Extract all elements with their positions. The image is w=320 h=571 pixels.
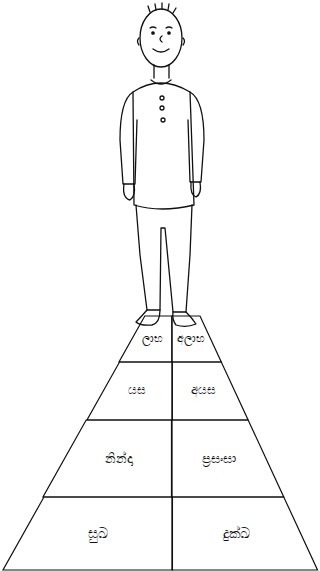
right-hand (191, 182, 201, 197)
nose (160, 36, 162, 42)
cell-label: ප්‍රසංසා (202, 451, 236, 465)
cell-label: යස (128, 384, 146, 397)
cell-border (172, 420, 284, 497)
hair (148, 3, 176, 13)
cell-border (119, 316, 172, 362)
path-cell: ලාභ (119, 316, 172, 362)
button (160, 96, 164, 100)
trousers (136, 205, 192, 312)
cell-label: දුක්ඛ (223, 526, 250, 541)
cell-label: ලාභ (142, 333, 163, 345)
cell-border (172, 497, 318, 570)
eye (152, 32, 154, 34)
left-foot (136, 310, 160, 325)
right-sleeve (188, 92, 204, 182)
eye (168, 32, 170, 34)
cell-label: නින්දා (105, 451, 133, 465)
button (160, 106, 164, 110)
cell-label: අයස (191, 384, 216, 397)
shirt (133, 83, 194, 209)
path-cell: දුක්ඛ (172, 497, 318, 570)
collar (151, 80, 171, 84)
path-cell: යස (87, 362, 172, 420)
path-cell: අලාභ (172, 316, 221, 362)
cell-border (43, 420, 172, 497)
cell-border (3, 497, 172, 570)
eyebrows (150, 27, 172, 28)
path-cell: ප්‍රසංසා (172, 420, 284, 497)
cell-label: සුඛ (88, 526, 108, 541)
cell-border (172, 362, 248, 420)
left-sleeve (120, 92, 137, 184)
cell-label: අලාභ (177, 333, 205, 345)
path-cell: සුඛ (3, 497, 172, 570)
neck (154, 65, 169, 78)
head (140, 9, 182, 67)
path-cell: අයස (172, 362, 248, 420)
cell-border (87, 362, 172, 420)
button (161, 118, 165, 122)
ears (138, 38, 185, 45)
cell-border (172, 316, 221, 362)
cell-outline (3, 497, 172, 570)
mouth (153, 49, 169, 52)
path-cell: නින්දා (43, 420, 172, 497)
left-hand (124, 184, 135, 200)
right-foot (173, 312, 196, 326)
